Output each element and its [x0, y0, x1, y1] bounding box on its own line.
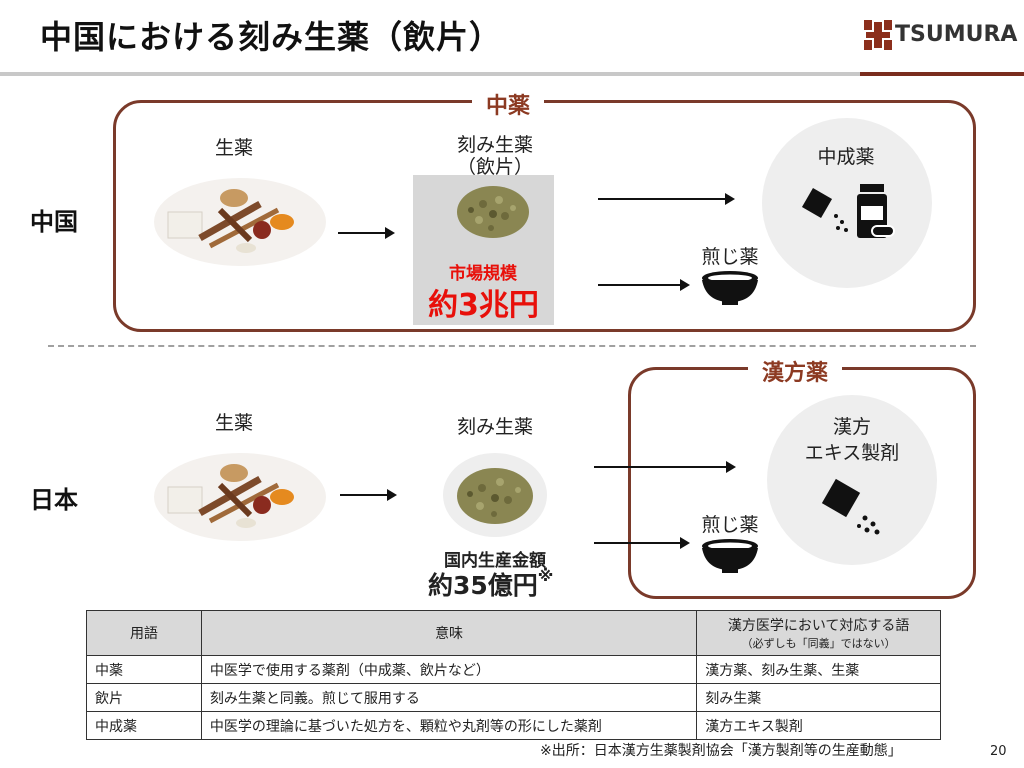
cell-kampo: 漢方薬、刻み生薬、生薬	[697, 656, 941, 684]
table-header-row: 用語 意味 漢方医学において対応する語（必ずしも「同義」ではない）	[87, 611, 941, 656]
japan-herb-label: 生薬	[215, 408, 253, 435]
china-bowl-icon	[700, 270, 760, 306]
japan-arrow-cut-to-decoction	[594, 542, 688, 544]
logo-text: TSUMURA	[895, 22, 1017, 47]
japan-bowl-icon	[700, 538, 760, 574]
table-row: 中薬 中医学で使用する薬剤（中成薬、飲片など） 漢方薬、刻み生薬、生薬	[87, 656, 941, 684]
title-rule	[0, 72, 860, 76]
japan-cut-herbs-image-icon	[440, 450, 550, 540]
japan-cut-label: 刻み生薬	[450, 412, 540, 439]
japan-product-label-line1: 漢方	[812, 412, 892, 439]
cell-kampo: 刻み生薬	[697, 684, 941, 712]
header-term: 用語	[87, 611, 202, 656]
medicine-bottle-icon	[798, 182, 898, 242]
section-divider	[48, 345, 976, 347]
title-rule-accent	[860, 72, 1024, 76]
china-arrow-herb-to-cut	[338, 232, 393, 234]
header-meaning: 意味	[201, 611, 696, 656]
japan-region-label: 日本	[30, 480, 78, 515]
header-kampo-line2: （必ずしも「同義」ではない）	[705, 635, 932, 651]
japan-production-note: ※	[538, 566, 554, 585]
table-row: 飲片 刻み生薬と同義。煎じて服用する 刻み生薬	[87, 684, 941, 712]
page-number: 20	[990, 744, 1007, 759]
china-arrow-cut-to-product	[598, 198, 733, 200]
china-frame-label: 中薬	[472, 88, 544, 120]
japan-decoction-label: 煎じ薬	[692, 510, 768, 537]
header-kampo: 漢方医学において対応する語（必ずしも「同義」ではない）	[697, 611, 941, 656]
china-cut-herbs-image-icon	[453, 180, 533, 240]
cell-term: 飲片	[87, 684, 202, 712]
japan-arrow-herb-to-cut	[340, 494, 395, 496]
japan-frame-label: 漢方薬	[748, 355, 842, 387]
source-note: ※出所：日本漢方生薬製剤協会「漢方製剤等の生産動態」	[540, 740, 902, 760]
cell-term: 中薬	[87, 656, 202, 684]
japan-production-value-wrap: 約35億円※	[428, 566, 553, 602]
herbs-image-icon	[150, 160, 330, 270]
cell-term: 中成薬	[87, 712, 202, 740]
china-arrow-cut-to-decoction	[598, 284, 688, 286]
japan-production-value: 約35億円	[428, 571, 538, 600]
china-herb-label: 生薬	[215, 133, 253, 160]
japan-herbs-image-icon	[150, 435, 330, 545]
granule-packet-icon	[815, 478, 895, 538]
cell-kampo: 漢方エキス製剤	[697, 712, 941, 740]
japan-arrow-cut-to-product	[594, 466, 734, 468]
china-product-label: 中成薬	[808, 142, 884, 169]
china-region-label: 中国	[30, 202, 78, 237]
table-row: 中成薬 中医学の理論に基づいた処方を、顆粒や丸剤等の形にした薬剤 漢方エキス製剤	[87, 712, 941, 740]
japan-product-label-line2: エキス製剤	[792, 438, 912, 465]
china-market-value: 約3兆円	[413, 280, 554, 324]
china-decoction-label: 煎じ薬	[692, 242, 768, 269]
cell-meaning: 中医学の理論に基づいた処方を、顆粒や丸剤等の形にした薬剤	[201, 712, 696, 740]
header-kampo-line1: 漢方医学において対応する語	[728, 618, 910, 634]
cell-meaning: 刻み生薬と同義。煎じて服用する	[201, 684, 696, 712]
terms-table: 用語 意味 漢方医学において対応する語（必ずしも「同義」ではない） 中薬 中医学…	[86, 610, 941, 740]
page-title: 中国における刻み生薬（飲片）	[40, 12, 502, 58]
cell-meaning: 中医学で使用する薬剤（中成薬、飲片など）	[201, 656, 696, 684]
